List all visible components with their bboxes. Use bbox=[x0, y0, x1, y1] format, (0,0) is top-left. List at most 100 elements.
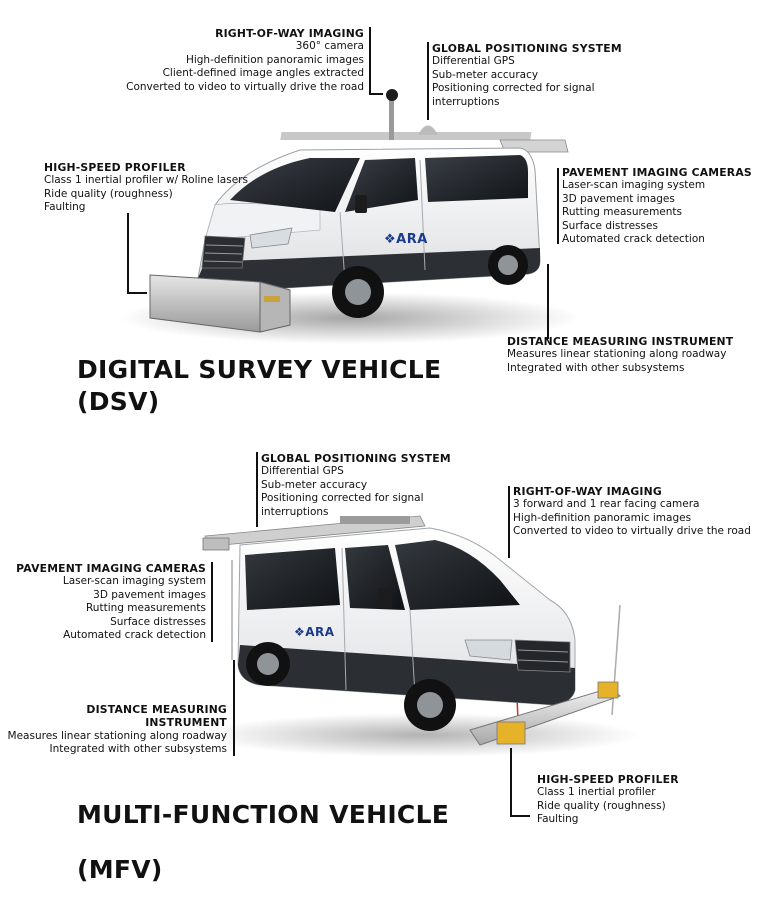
dsv-dmi-callout: DISTANCE MEASURING INSTRUMENT Measures l… bbox=[507, 335, 747, 375]
dsv-profiler-leader bbox=[127, 213, 129, 293]
dsv-profiler-line: Ride quality (roughness) bbox=[44, 187, 173, 200]
mfv-gps-line: Differential GPS bbox=[261, 465, 344, 478]
mfv-dmi-heading: INSTRUMENT bbox=[145, 716, 227, 730]
mfv-gps-leader bbox=[256, 452, 258, 527]
dsv-dmi-heading: DISTANCE MEASURING INSTRUMENT bbox=[507, 335, 734, 348]
dsv-row-imaging-callout: RIGHT-OF-WAY IMAGING 360° camera High-de… bbox=[104, 27, 364, 94]
mfv-profiler-right-sensor bbox=[597, 681, 619, 699]
mfv-ara-logo: ❖ARA bbox=[294, 625, 335, 639]
mfv-van-illustration bbox=[200, 515, 640, 757]
mfv-dmi-heading: DISTANCE MEASURING bbox=[86, 703, 227, 716]
dsv-gps-leader bbox=[427, 42, 429, 120]
mfv-pavement-leader bbox=[211, 562, 213, 642]
mfv-row-imaging-line: 3 forward and 1 rear facing camera bbox=[513, 498, 700, 511]
mfv-title-line2: (MFV) bbox=[77, 855, 163, 884]
mfv-side-windows bbox=[245, 548, 340, 610]
dsv-pavement-leader bbox=[557, 168, 559, 244]
mfv-gps-heading: GLOBAL POSITIONING SYSTEM bbox=[261, 452, 451, 465]
dsv-profiler-leader-tick bbox=[127, 292, 147, 294]
dsv-title: DIGITAL SURVEY VEHICLE (DSV) bbox=[77, 354, 441, 418]
mfv-row-imaging-line: Converted to video to virtually drive th… bbox=[513, 525, 751, 538]
dsv-title-line1: DIGITAL SURVEY VEHICLE bbox=[77, 355, 442, 384]
dsv-van-illustration bbox=[120, 89, 580, 344]
dsv-pavement-line: Surface distresses bbox=[562, 219, 658, 232]
dsv-gps-line: Differential GPS bbox=[432, 55, 515, 68]
mfv-row-imaging-leader bbox=[508, 486, 510, 558]
dsv-gps-dome bbox=[418, 125, 438, 135]
mfv-pavement-line: Surface distresses bbox=[110, 615, 206, 628]
mfv-dmi-line: Integrated with other subsystems bbox=[49, 743, 227, 756]
mfv-row-imaging-callout: RIGHT-OF-WAY IMAGING 3 forward and 1 rea… bbox=[513, 485, 763, 539]
dsv-pavement-line: Laser-scan imaging system bbox=[562, 179, 706, 192]
dsv-360-camera bbox=[386, 89, 398, 101]
mfv-row-imaging-heading: RIGHT-OF-WAY IMAGING bbox=[513, 485, 662, 498]
mfv-pavement-callout: PAVEMENT IMAGING CAMERAS Laser-scan imag… bbox=[6, 562, 206, 642]
mfv-title: MULTI-FUNCTION VEHICLE (MFV) bbox=[77, 787, 449, 897]
dsv-pavement-line: Automated crack detection bbox=[562, 233, 705, 246]
dsv-row-imaging-line: Client-defined image angles extracted bbox=[162, 67, 364, 80]
mfv-lower-trim bbox=[238, 645, 575, 705]
mfv-front-wheel bbox=[404, 679, 456, 731]
dsv-row-imaging-leader bbox=[369, 27, 371, 94]
dsv-camera-mast bbox=[389, 100, 394, 140]
dsv-profiler-heading: HIGH-SPEED PROFILER bbox=[44, 161, 186, 174]
dsv-row-imaging-line: 360° camera bbox=[295, 40, 364, 53]
mfv-pavement-line: Automated crack detection bbox=[63, 629, 206, 642]
mfv-title-line1: MULTI-FUNCTION VEHICLE bbox=[77, 800, 450, 829]
mfv-profiler-leader-tick bbox=[510, 815, 530, 817]
mfv-profiler-callout: HIGH-SPEED PROFILER Class 1 inertial pro… bbox=[537, 773, 737, 827]
dsv-front-wheel bbox=[332, 266, 384, 318]
dsv-side-windows bbox=[425, 155, 528, 202]
dsv-dmi-line: Integrated with other subsystems bbox=[507, 361, 685, 374]
dsv-rear-wheel bbox=[488, 245, 528, 285]
mfv-profiler-leader bbox=[510, 748, 512, 816]
mfv-grille bbox=[514, 639, 571, 673]
mfv-dmi-leader bbox=[233, 660, 235, 756]
mfv-profiler-left-sensor bbox=[496, 721, 526, 745]
dsv-gps-line: Positioning corrected for signal bbox=[432, 82, 595, 95]
mfv-dmi-callout: DISTANCE MEASURING INSTRUMENT Measures l… bbox=[2, 703, 227, 757]
dsv-headlight bbox=[249, 227, 293, 249]
dsv-row-imaging-line: Converted to video to virtually drive th… bbox=[126, 80, 364, 93]
mfv-pavement-camera-mount bbox=[202, 537, 230, 551]
mfv-ara-logo-text: ARA bbox=[305, 625, 335, 639]
mfv-gps-line: interruptions bbox=[261, 505, 329, 518]
mfv-pavement-line: 3D pavement images bbox=[93, 588, 206, 601]
dsv-pavement-callout: PAVEMENT IMAGING CAMERAS Laser-scan imag… bbox=[562, 166, 762, 246]
ara-logo-mark-icon: ❖ bbox=[384, 232, 397, 247]
dsv-row-imaging-line: High-definition panoramic images bbox=[185, 53, 364, 66]
mfv-profiler-line: Ride quality (roughness) bbox=[537, 799, 666, 812]
mfv-gps-callout: GLOBAL POSITIONING SYSTEM Differential G… bbox=[261, 452, 461, 519]
dsv-dmi-leader bbox=[547, 264, 549, 339]
dsv-pavement-line: 3D pavement images bbox=[562, 192, 675, 205]
dsv-pavement-line: Rutting measurements bbox=[562, 206, 683, 219]
dsv-pavement-heading: PAVEMENT IMAGING CAMERAS bbox=[562, 166, 752, 179]
dsv-side-mirror bbox=[355, 195, 367, 213]
mfv-profiler-line: Faulting bbox=[537, 813, 579, 826]
mfv-profiler-line: Class 1 inertial profiler bbox=[537, 786, 656, 799]
dsv-dmi-line: Measures linear stationing along roadway bbox=[507, 348, 727, 361]
mfv-row-imaging-line: High-definition panoramic images bbox=[513, 511, 692, 524]
mfv-side-mirror bbox=[378, 588, 392, 608]
mfv-pavement-heading: PAVEMENT IMAGING CAMERAS bbox=[16, 562, 206, 575]
mfv-profiler-heading: HIGH-SPEED PROFILER bbox=[537, 773, 679, 786]
mfv-gps-line: Sub-meter accuracy bbox=[261, 478, 368, 491]
mfv-rear-wheel bbox=[246, 642, 290, 686]
mfv-gps-line: Positioning corrected for signal bbox=[261, 492, 424, 505]
dsv-title-line2: (DSV) bbox=[77, 387, 160, 416]
dsv-row-imaging-heading: RIGHT-OF-WAY IMAGING bbox=[215, 27, 364, 40]
mfv-pavement-line: Rutting measurements bbox=[85, 602, 206, 615]
mfv-headlight bbox=[464, 639, 513, 661]
dsv-gps-line: Sub-meter accuracy bbox=[432, 68, 539, 81]
dsv-profiler-line: Class 1 inertial profiler w/ Roline lase… bbox=[44, 174, 248, 187]
dsv-profiler-callout: HIGH-SPEED PROFILER Class 1 inertial pro… bbox=[44, 161, 264, 215]
dsv-grille bbox=[201, 235, 246, 269]
dsv-row-imaging-leader-tick bbox=[369, 93, 383, 95]
dsv-ara-logo-text: ARA bbox=[396, 232, 428, 247]
ara-logo-mark-icon: ❖ bbox=[294, 625, 306, 639]
dsv-gps-line: interruptions bbox=[432, 95, 500, 108]
dsv-profiler-line: Faulting bbox=[44, 201, 86, 214]
dsv-ara-logo: ❖ARA bbox=[384, 232, 428, 247]
dsv-roof-rack bbox=[280, 132, 532, 140]
mfv-pavement-line: Laser-scan imaging system bbox=[62, 575, 206, 588]
